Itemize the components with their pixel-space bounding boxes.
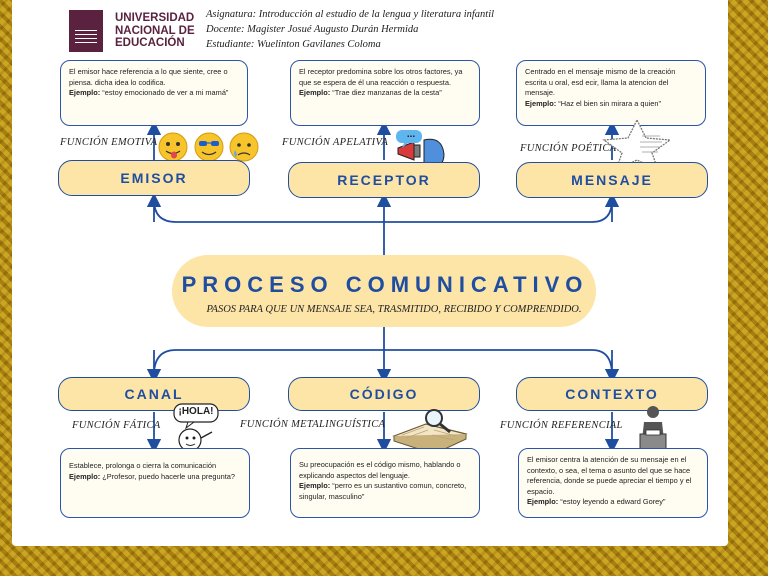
codigo-description: Su preocupación es el código mismo, habl… bbox=[299, 460, 461, 480]
sad-face-icon bbox=[229, 132, 259, 162]
canal-description: Establece, prolonga o cierra la comunica… bbox=[69, 461, 217, 470]
canal-function-label: FUNCIÓN FÁTICA bbox=[72, 420, 161, 431]
emisor-description: El emisor hace referencia a lo que sient… bbox=[69, 67, 228, 87]
codigo-node: CÓDIGO bbox=[288, 377, 480, 411]
canal-example: ¿Profesor, puedo hacerle una pregunta? bbox=[102, 471, 235, 481]
mensaje-description-box: Centrado en el mensaje mismo de la creac… bbox=[516, 60, 706, 126]
codigo-example: “perro es un sustantivo comun, concreto,… bbox=[299, 481, 467, 501]
tongue-face-icon bbox=[158, 132, 188, 162]
codigo-function-label: FUNCIÓN METALINGUÍSTICA bbox=[240, 419, 386, 430]
contexto-example: “estoy leyendo a edward Gorey” bbox=[560, 497, 666, 506]
contexto-description: El emisor centra la atención de su mensa… bbox=[527, 455, 692, 496]
emisor-node: EMISOR bbox=[58, 160, 250, 196]
university-name: UNIVERSIDAD NACIONAL DE EDUCACIÓN bbox=[115, 12, 195, 49]
mensaje-node: MENSAJE bbox=[516, 162, 708, 198]
mensaje-example-label: Ejemplo: bbox=[525, 98, 557, 108]
receptor-description: El receptor predomina sobre los otros fa… bbox=[299, 67, 463, 87]
center-subtitle: PASOS PARA QUE UN MENSAJE SEA, TRASMITID… bbox=[206, 304, 582, 315]
emoji-faces bbox=[158, 132, 259, 162]
receptor-description-box: El receptor predomina sobre los otros fa… bbox=[290, 60, 480, 126]
mensaje-example: “Haz el bien sin mirara a quien” bbox=[558, 98, 661, 108]
emisor-function-label: FUNCIÓN EMOTIVA bbox=[60, 137, 158, 148]
megaphone-icon bbox=[396, 130, 445, 169]
hola-character-icon bbox=[173, 403, 219, 461]
receptor-function-label: FUNCIÓN APELATIVA bbox=[282, 137, 389, 148]
subject-line: Asignatura: Introducción al estudio de l… bbox=[206, 9, 495, 20]
teacher-line: Docente: Magister Josué Augusto Durán He… bbox=[206, 24, 419, 35]
star-icon bbox=[602, 118, 672, 172]
emisor-example: “estoy emocionado de ver a mi mamá” bbox=[102, 88, 229, 97]
student-line: Estudiante: Wuelinton Gavilanes Coloma bbox=[206, 39, 381, 50]
receptor-example: “Trae diez manzanas de la cesta” bbox=[332, 88, 442, 97]
codigo-example-label: Ejemplo: bbox=[299, 481, 331, 490]
book-magnifier-icon bbox=[392, 409, 468, 454]
hola-text: ¡HOLA! bbox=[178, 406, 214, 417]
receptor-example-label: Ejemplo: bbox=[299, 88, 331, 97]
center-title: PROCESO COMUNICATIVO bbox=[181, 272, 589, 297]
contexto-function-label: FUNCIÓN REFERENCIAL bbox=[500, 420, 623, 431]
codigo-description-box: Su preocupación es el código mismo, habl… bbox=[290, 448, 480, 518]
canal-example-label: Ejemplo: bbox=[69, 471, 101, 481]
mensaje-function-label: FUNCIÓN POÉTICA bbox=[520, 143, 617, 154]
center-node bbox=[172, 255, 596, 327]
emisor-example-label: Ejemplo: bbox=[69, 88, 101, 97]
speech-bubble-text: ... bbox=[406, 129, 416, 140]
contexto-description-box: El emisor centra la atención de su mensa… bbox=[518, 448, 708, 518]
contexto-example-label: Ejemplo: bbox=[527, 497, 559, 506]
contexto-node: CONTEXTO bbox=[516, 377, 708, 411]
canal-node: CANAL bbox=[58, 377, 250, 411]
reader-podium-icon bbox=[639, 406, 667, 453]
sunglasses-face-icon bbox=[194, 132, 224, 162]
canal-description-box: Establece, prolonga o cierra la comunica… bbox=[60, 448, 250, 518]
mensaje-description: Centrado en el mensaje mismo de la creac… bbox=[525, 67, 676, 97]
university-logo bbox=[69, 10, 103, 52]
receptor-node: RECEPTOR bbox=[288, 162, 480, 198]
emisor-description-box: El emisor hace referencia a lo que sient… bbox=[60, 60, 248, 126]
